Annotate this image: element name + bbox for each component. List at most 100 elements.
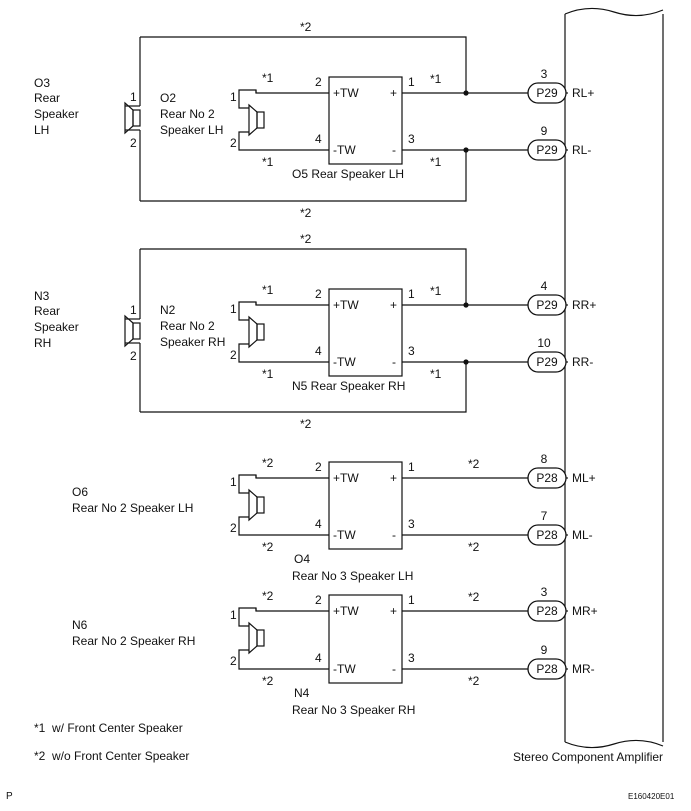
mid-right-signal-label: MR+ (572, 604, 598, 618)
mid-left-inner-speaker-name: Rear No 2 Speaker LH (72, 501, 193, 515)
mid-left-connector-pin: 8 (541, 452, 548, 466)
mid-right-note-out-bottom: *2 (468, 674, 480, 688)
mid-right-note-out-top: *2 (468, 590, 480, 604)
rear-left-connector-plus: P29 (527, 82, 567, 104)
rear-right-outer-speaker-name: RH (34, 336, 51, 350)
mid-left-box-name: Rear No 3 Speaker LH (292, 569, 413, 583)
rear-right-inner-speaker-name: Speaker RH (160, 335, 225, 349)
connector-code: P29 (536, 355, 558, 369)
rear-left-outer-wire-top (140, 36, 467, 93)
mid-left-note-in-top: *2 (262, 456, 274, 470)
rear-left-outer-speaker-name: LH (34, 123, 49, 137)
mid-left-tweeter-box (328, 461, 403, 550)
mid-right-signal-label: MR- (572, 662, 595, 676)
amplifier-break-bottom (564, 739, 664, 749)
rear-left-wire-in-plus (238, 89, 329, 109)
mid-left-note-out-bottom: *2 (468, 540, 480, 554)
rear-left-outer-speaker-name: Rear (34, 91, 60, 105)
mid-left-wire-in-plus (238, 474, 329, 494)
mid-right-box-out-plus: + (390, 604, 397, 618)
rear-left-box-name: O5 Rear Speaker LH (292, 167, 404, 181)
rear-right-note-out-bottom: *1 (430, 367, 442, 381)
rear-right-tweeter-box (328, 288, 403, 377)
mid-left-inner-pin-top: 1 (230, 475, 237, 489)
rear-left-note-out-top: *1 (430, 72, 442, 86)
rear-right-inner-pin-top: 1 (230, 302, 237, 316)
mid-left-box-plus-tw: +TW (333, 471, 359, 485)
rear-left-box-pin-1: 1 (408, 75, 415, 89)
rear-right-outer-pin-bottom: 2 (130, 349, 137, 363)
rear-right-outer-speaker-code: N3 (34, 289, 50, 303)
mid-right-box-pin-3: 3 (408, 651, 415, 665)
mid-right-box-minus-tw: -TW (333, 662, 356, 676)
mid-left-connector-minus: P28 (527, 524, 567, 546)
rear-right-box-minus-tw: -TW (333, 355, 356, 369)
rear-left-box-plus-tw: +TW (333, 86, 359, 100)
mid-left-inner-speaker-code: O6 (72, 485, 88, 499)
connector-code: P28 (536, 528, 558, 542)
rear-right-outer-wire-bottom (140, 362, 467, 413)
mid-right-box-pin-2: 2 (315, 593, 322, 607)
rear-right-signal-label: RR- (572, 355, 593, 369)
rear-right-outer-speaker-name: Speaker (34, 320, 79, 334)
rear-left-outer-pin-bottom: 2 (130, 136, 137, 150)
rear-left-outer-speaker-name: Speaker (34, 107, 79, 121)
rear-right-inner-speaker-name: Rear No 2 (160, 319, 215, 333)
connector-code: P29 (536, 86, 558, 100)
rear-left-inner-speaker-name: Speaker LH (160, 123, 223, 137)
rear-right-note-in-top: *1 (262, 283, 274, 297)
rear-right-box-out-plus: + (390, 298, 397, 312)
rear-left-outer-pin-top: 1 (130, 90, 137, 104)
mid-left-box-out-minus: - (392, 528, 396, 542)
connector-code: P28 (536, 471, 558, 485)
amplifier-break-top (564, 7, 664, 17)
mid-right-box-pin-4: 4 (315, 651, 322, 665)
mid-right-wire-in-plus (238, 607, 329, 627)
mid-right-note-in-top: *2 (262, 589, 274, 603)
figure-id: E160420E01 (628, 792, 675, 801)
rear-right-outer-pin-top: 1 (130, 303, 137, 317)
mid-right-connector-plus: P28 (527, 600, 567, 622)
corner-left-label: P (6, 791, 13, 802)
amplifier-label: Stereo Component Amplifier (513, 750, 663, 764)
rear-right-box-pin-4: 4 (315, 344, 322, 358)
rear-right-outer-speaker-icon (124, 314, 141, 348)
rear-left-note-in-top: *1 (262, 71, 274, 85)
connector-code: P29 (536, 298, 558, 312)
rear-right-box-plus-tw: +TW (333, 298, 359, 312)
rear-right-connector-pin: 4 (541, 279, 548, 293)
mid-left-connector-plus: P28 (527, 467, 567, 489)
rear-left-box-minus-tw: -TW (333, 143, 356, 157)
rear-right-wire-in-plus (238, 301, 329, 321)
rear-left-connector-pin: 9 (541, 124, 548, 138)
rear-left-outer-wire-bottom (140, 150, 467, 202)
mid-right-box-name: N4 (294, 686, 310, 700)
mid-left-box-minus-tw: -TW (333, 528, 356, 542)
rear-right-note-in-bottom: *1 (262, 367, 274, 381)
mid-right-box-pin-1: 1 (408, 593, 415, 607)
connector-code: P29 (536, 143, 558, 157)
mid-left-inner-speaker-icon (248, 488, 265, 522)
rear-left-inner-speaker-name: Rear No 2 (160, 107, 215, 121)
rear-left-outer-speaker-code: O3 (34, 76, 50, 90)
rear-left-inner-pin-top: 1 (230, 90, 237, 104)
mid-left-box-pin-1: 1 (408, 460, 415, 474)
mid-right-wire-in-minus (238, 649, 329, 670)
mid-left-signal-label: ML- (572, 528, 593, 542)
rear-left-note-in-bottom: *1 (262, 155, 274, 169)
mid-left-inner-pin-bottom: 2 (230, 521, 237, 535)
mid-left-box-out-plus: + (390, 471, 397, 485)
rear-right-outer-speaker-name: Rear (34, 304, 60, 318)
mid-right-box-plus-tw: +TW (333, 604, 359, 618)
rear-left-box-pin-3: 3 (408, 132, 415, 146)
rear-left-outer-speaker-icon (124, 101, 141, 135)
rear-left-connector-minus: P29 (527, 139, 567, 161)
mid-right-inner-pin-top: 1 (230, 608, 237, 622)
rear-right-connector-plus: P29 (527, 294, 567, 316)
mid-left-box-pin-3: 3 (408, 517, 415, 531)
rear-left-inner-speaker-code: O2 (160, 91, 176, 105)
mid-left-connector-pin: 7 (541, 509, 548, 523)
rear-left-note-out-bottom: *1 (430, 155, 442, 169)
